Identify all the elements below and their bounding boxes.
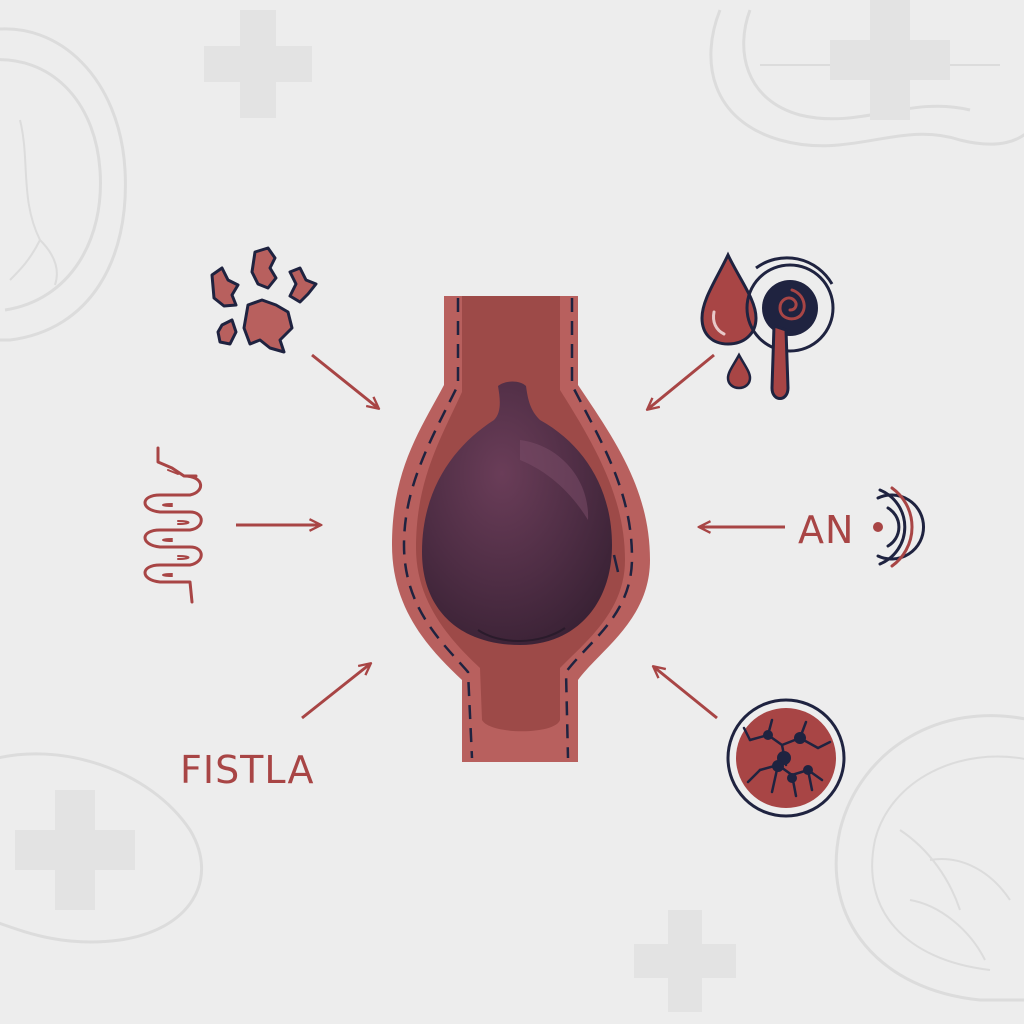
blood-clot [422, 381, 612, 645]
dashed-line-left [402, 298, 474, 759]
arrows [236, 353, 785, 720]
blood-drop-large [700, 251, 758, 346]
spiral-ring-outer [745, 263, 835, 353]
arrow-bottom-right [654, 667, 718, 720]
watermark-cross-3 [15, 790, 135, 910]
cell-cluster-circle-icon [726, 698, 846, 818]
watermark-cross-4 [634, 910, 736, 1012]
sound-wave-icon [873, 486, 926, 568]
watermark-cross-1 [204, 10, 312, 118]
intestine-inner [162, 469, 190, 577]
spiral-drip [770, 323, 790, 400]
cell-circle-outer [726, 698, 846, 818]
flow-arrow [612, 554, 620, 573]
watermark-cross-2 [830, 0, 950, 120]
vessel-dashed-lines [402, 298, 634, 759]
intestine-icon [143, 446, 203, 604]
clot-highlight [520, 440, 589, 520]
watermark-organ-bottom-left [0, 752, 203, 944]
blood-drop-highlight [712, 310, 726, 336]
watermark-organ-bottom-right-inner [871, 755, 1024, 971]
sound-wave-2 [876, 493, 926, 561]
blood-drops-and-spiral-icon [700, 251, 835, 400]
dashed-line-right [564, 298, 634, 759]
watermark-organ-top-left-inner [0, 58, 102, 312]
spiral-ring-arc [755, 256, 834, 285]
sound-wave-1 [886, 506, 901, 548]
watermark-tree-top-left [9, 119, 58, 286]
watermark-organ-top-right-inner [742, 9, 971, 121]
arrow-top-left [311, 353, 378, 408]
fragment-5 [216, 318, 238, 346]
arrow-bottom-left [301, 664, 370, 720]
watermark-crosses [15, 0, 950, 1012]
fistula-label: FISTLA [180, 748, 315, 792]
watermark-organ-bottom-right [834, 714, 1024, 1002]
sound-wave-dot [873, 522, 883, 532]
sound-wave-4 [890, 486, 914, 568]
watermark-organ-top-right [709, 9, 1024, 148]
fragment-4 [242, 298, 294, 354]
sound-wave-3 [878, 488, 907, 566]
background-watermarks [0, 9, 1024, 1002]
an-label: AN [798, 508, 855, 552]
cell-nuclei [763, 730, 813, 783]
fragment-2 [210, 266, 240, 308]
watermark-organ-top-left [0, 27, 127, 342]
dilated-vessel-with-clot-icon [392, 296, 650, 762]
blood-drop-small [726, 352, 752, 390]
arrow-top-right [648, 353, 715, 409]
fragment-1 [250, 246, 278, 290]
spiral-disc [762, 280, 818, 336]
spiral-swirl [778, 288, 806, 321]
intestine-path [143, 446, 203, 604]
clot-bottom-rim [477, 627, 566, 642]
tissue-fragments-icon [210, 246, 318, 354]
fragment-3 [288, 266, 318, 304]
